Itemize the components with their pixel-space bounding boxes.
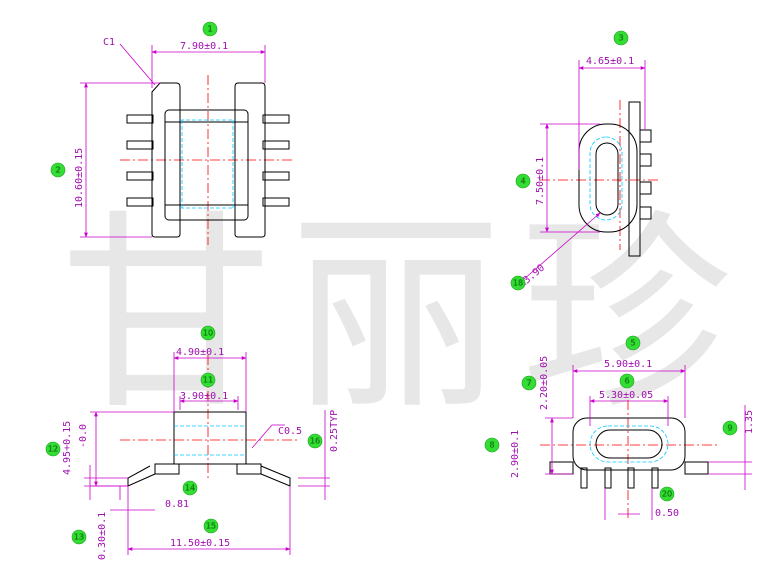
dim-end-height-2: 2.90±0.1	[510, 430, 521, 478]
svg-text:9: 9	[727, 424, 732, 433]
dim-height-side: 7.50±0.1	[535, 157, 546, 205]
svg-text:16: 16	[310, 437, 320, 446]
svg-text:2: 2	[55, 166, 60, 175]
dim-end-side-height: 1.35	[744, 410, 755, 434]
svg-text:18: 18	[513, 279, 523, 288]
top-view-dimensions	[80, 43, 266, 238]
balloon-9: 9	[722, 420, 738, 436]
balloon-3: 3	[613, 30, 629, 46]
balloon-7: 7	[521, 375, 537, 391]
dim-end-height-1: 2.20±0.05	[539, 356, 550, 410]
dim-end-width-2: 5.30±0.05	[599, 390, 653, 401]
c1-label: C1	[103, 37, 115, 48]
front-view	[120, 355, 300, 487]
balloon-11: 11	[200, 372, 216, 388]
dim-width-side: 4.65±0.1	[586, 56, 634, 67]
balloons: 1 2 3 4 5 6 7 8 9 10 11 12 13 14 15 16 1…	[45, 21, 738, 545]
balloon-18: 18	[510, 275, 526, 291]
dim-typ: 0.25TYP	[329, 410, 340, 452]
balloon-15: 15	[203, 518, 219, 534]
dim-height-top: 10.60±0.15	[74, 148, 85, 208]
dim-inner-width-1: 4.90±0.1	[176, 347, 224, 358]
svg-text:3: 3	[618, 34, 623, 43]
svg-text:6: 6	[624, 377, 629, 386]
dim-inner-width-2: 3.90±0.1	[180, 391, 228, 402]
balloon-20: 20	[659, 486, 675, 502]
dim-end-width-1: 5.90±0.1	[604, 359, 652, 370]
svg-text:14: 14	[185, 484, 195, 493]
svg-text:12: 12	[48, 445, 58, 454]
svg-text:7: 7	[526, 379, 531, 388]
front-view-dimensions	[84, 352, 330, 555]
svg-text:1: 1	[207, 25, 212, 34]
svg-text:13: 13	[74, 533, 84, 542]
svg-text:8: 8	[489, 441, 494, 450]
side-view	[540, 100, 660, 257]
balloon-12: 12	[45, 441, 61, 457]
dimension-labels: C1 7.90±0.1 10.60±0.15 4.65±0.1 7.50±0.1…	[62, 37, 755, 560]
balloon-14: 14	[182, 480, 198, 496]
balloon-13: 13	[71, 529, 87, 545]
dim-pin-pitch: 0.50	[655, 508, 679, 519]
balloon-5: 5	[625, 335, 641, 351]
svg-text:11: 11	[203, 376, 213, 385]
svg-text:10: 10	[203, 329, 213, 338]
dim-pin-width: 0.81	[165, 499, 189, 510]
svg-text:20: 20	[662, 490, 672, 499]
balloon-1: 1	[202, 21, 218, 37]
dim-front-height-tol: -0.0	[78, 424, 89, 448]
balloon-16: 16	[307, 433, 323, 449]
balloon-8: 8	[484, 437, 500, 453]
side-view-dimensions	[522, 60, 646, 281]
svg-text:15: 15	[206, 522, 216, 531]
dim-total-width: 11.50±0.15	[170, 538, 230, 549]
end-view-dimensions	[545, 365, 752, 520]
svg-text:5: 5	[630, 339, 635, 348]
chamfer-label: C0.5	[278, 426, 302, 437]
balloon-6: 6	[619, 373, 635, 389]
dim-pin-thickness: 0.30±0.1	[97, 512, 108, 560]
dim-front-height: 4.95+0.15	[62, 421, 73, 475]
balloon-10: 10	[200, 325, 216, 341]
balloon-4: 4	[515, 173, 531, 189]
svg-text:4: 4	[520, 177, 525, 186]
top-view	[120, 75, 295, 245]
balloon-2: 2	[50, 162, 66, 178]
end-view	[540, 400, 720, 520]
dim-width-top: 7.90±0.1	[180, 41, 228, 52]
